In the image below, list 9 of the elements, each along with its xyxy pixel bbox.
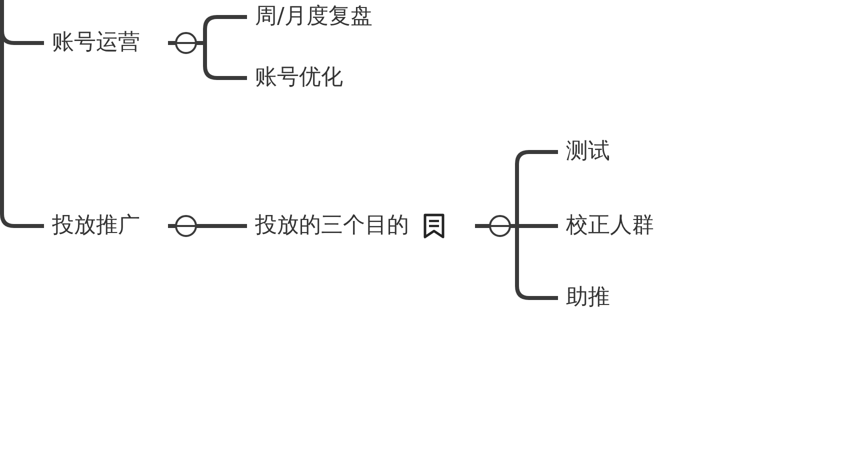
- topic-text: 测试: [566, 141, 610, 163]
- topic-text: 投放的三个目的: [255, 215, 409, 237]
- topic-text: 周/月度复盘: [255, 6, 372, 28]
- connector-line: [168, 224, 247, 228]
- topic-text: 账号优化: [255, 67, 343, 89]
- topic-text: 账号运营: [52, 32, 140, 54]
- topic-text: 投放推广: [52, 215, 140, 237]
- topic-text: 助推: [566, 287, 610, 309]
- topic-text: 校正人群: [566, 215, 654, 237]
